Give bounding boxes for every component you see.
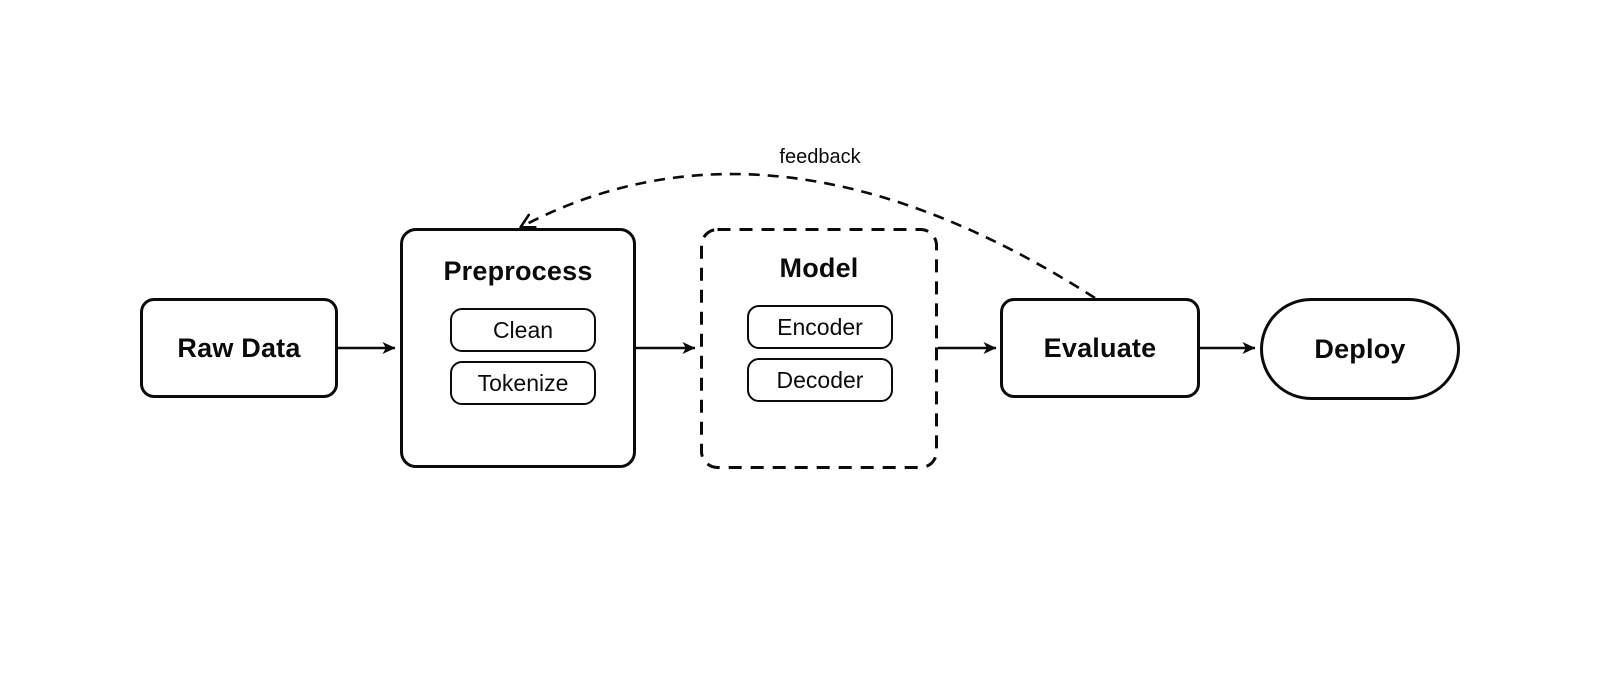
node-encoder: Encoder (747, 305, 893, 349)
clean-label: Clean (492, 316, 554, 343)
preprocess-title: Preprocess (443, 256, 593, 286)
decoder-label: Decoder (776, 366, 864, 393)
evaluate-label: Evaluate (1043, 332, 1157, 363)
raw-data-label: Raw Data (177, 332, 301, 363)
node-evaluate: Evaluate (1000, 298, 1200, 398)
deploy-label: Deploy (1314, 333, 1406, 364)
node-tokenize: Tokenize (450, 361, 596, 405)
encoder-label: Encoder (777, 313, 863, 340)
node-preprocess: Preprocess Clean Tokenize (400, 228, 636, 468)
node-model: Model Encoder Decoder (700, 228, 938, 468)
tokenize-label: Tokenize (477, 369, 569, 396)
model-title: Model (779, 253, 859, 283)
edge-feedback (519, 172, 1096, 300)
node-clean: Clean (450, 308, 596, 352)
feedback-edge-label: feedback (779, 146, 861, 168)
node-decoder: Decoder (747, 358, 893, 402)
node-deploy: Deploy (1260, 298, 1460, 400)
node-raw-data: Raw Data (140, 298, 338, 398)
